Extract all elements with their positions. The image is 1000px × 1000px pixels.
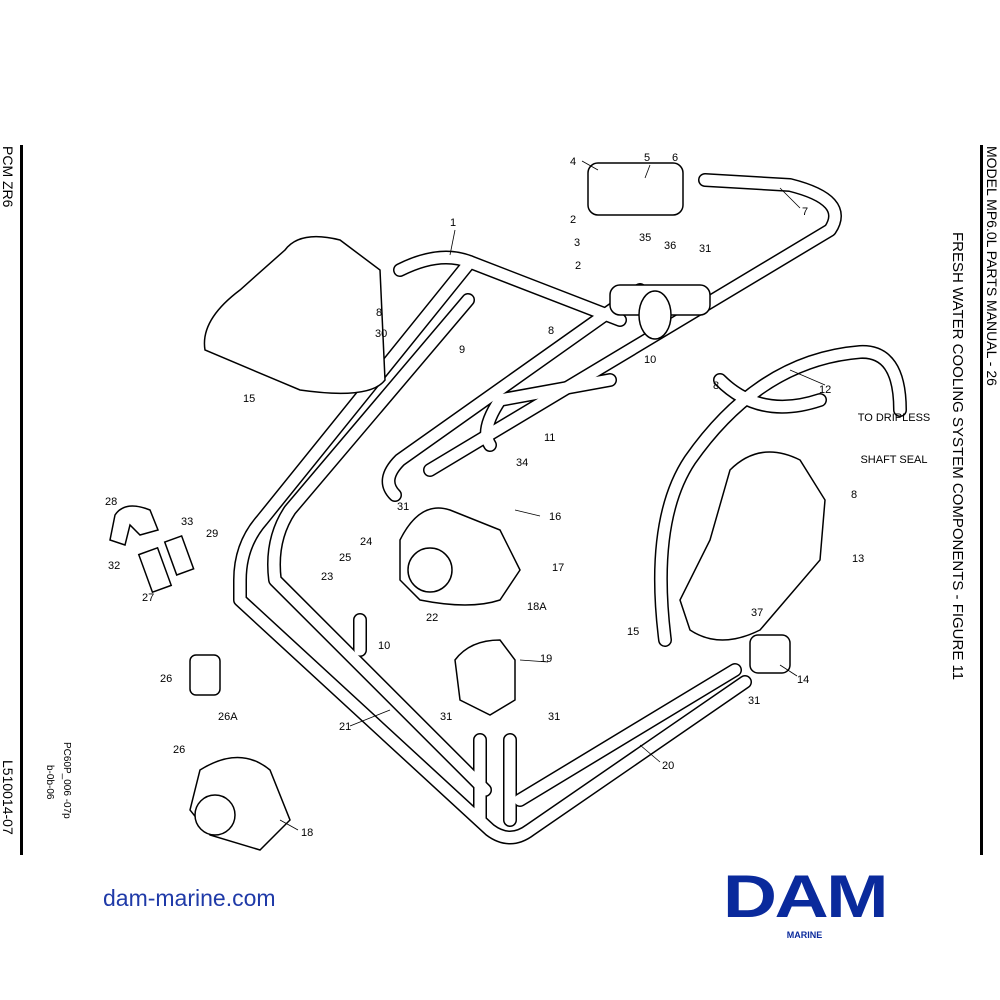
callout: 15: [243, 393, 255, 405]
callout: 37: [751, 607, 763, 619]
callout: 10: [644, 354, 656, 366]
callout: 25: [339, 552, 351, 564]
logo-mark: DAM: [722, 863, 889, 930]
fitting-26: [189, 654, 221, 696]
callout: 26A: [218, 711, 238, 723]
callout: 10: [378, 640, 390, 652]
exhaust-manifold-right: [679, 451, 826, 641]
components: [109, 162, 826, 851]
callout: 26: [160, 673, 172, 685]
callout: 22: [426, 612, 438, 624]
hose-29: [163, 534, 195, 576]
left-rule: [20, 145, 23, 855]
callout: 1: [450, 217, 456, 229]
callout: 30: [375, 328, 387, 340]
hoses: [233, 173, 907, 845]
callout: 4: [570, 156, 576, 168]
pump-pulley-18a: [407, 547, 453, 593]
callout: 33: [181, 516, 193, 528]
callout: 20: [662, 760, 674, 772]
callout: 31: [699, 243, 711, 255]
annotation-line-2: SHAFT SEAL: [860, 454, 927, 466]
callout: 34: [516, 457, 528, 469]
hose-27: [137, 546, 173, 594]
callouts: 1 4 5 6 7 2 3 35 36 31 2 8 30 8 9 10 8 1…: [105, 152, 930, 839]
callout: 16: [549, 511, 561, 523]
callout: 31: [548, 711, 560, 723]
callout: 15: [627, 626, 639, 638]
elbow-28: [109, 505, 160, 546]
callout: 32: [108, 560, 120, 572]
heat-exchanger-cap: [638, 290, 672, 340]
callout: 18: [301, 827, 313, 839]
callout: 21: [339, 721, 351, 733]
callout: 11: [544, 432, 555, 444]
callout: 13: [852, 553, 864, 565]
callout: 3: [574, 237, 580, 249]
callout: 31: [440, 711, 452, 723]
filter-14: [749, 634, 791, 674]
water-pump-19: [454, 639, 516, 716]
callout: 8: [376, 307, 382, 319]
callout: 31: [748, 695, 760, 707]
callout: 17: [552, 562, 564, 574]
coolant-reservoir: [587, 162, 684, 216]
callout: 12: [819, 384, 831, 396]
website-link[interactable]: dam-marine.com: [103, 885, 276, 911]
callout: 36: [664, 240, 676, 252]
callout: 24: [360, 536, 372, 548]
dam-marine-logo: DAM MARINE: [713, 866, 896, 941]
callout: 7: [802, 206, 808, 218]
pump-pulley-18: [194, 794, 236, 836]
annotation-line-1: TO DRIPLESS: [858, 412, 931, 424]
leader-lines: [279, 160, 826, 831]
callout: 14: [797, 674, 809, 686]
callout: 5: [644, 152, 650, 164]
callout: 27: [142, 592, 154, 604]
callout: 2: [570, 214, 576, 226]
callout: 2: [575, 260, 581, 272]
callout: 8: [713, 380, 719, 392]
logo-subtext: MARINE: [786, 930, 823, 940]
callout: 18A: [527, 601, 547, 613]
callout: 6: [672, 152, 678, 164]
callout: 35: [639, 232, 651, 244]
right-rule: [980, 145, 983, 855]
callout: 31: [397, 501, 409, 513]
callout: 23: [321, 571, 333, 583]
callout: 8: [851, 489, 857, 501]
exhaust-manifold-left: [203, 235, 386, 395]
callout: 29: [206, 528, 218, 540]
callout: 28: [105, 496, 117, 508]
callout: 19: [540, 653, 552, 665]
callout: 9: [459, 344, 465, 356]
callout: 8: [548, 325, 554, 337]
callout: 26: [173, 744, 185, 756]
